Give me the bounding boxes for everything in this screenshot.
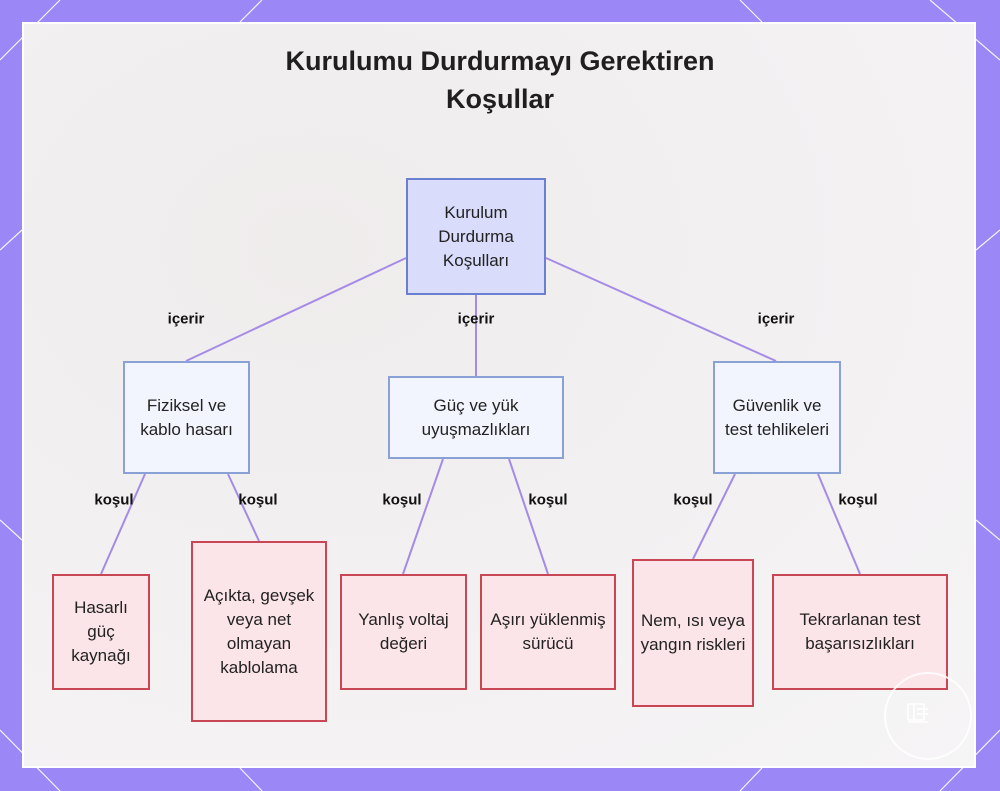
edge-label-root-safety: içerir — [758, 311, 795, 328]
node-damaged-psu: Hasarlı güç kaynağı — [52, 574, 150, 690]
edge-label-physical-psu: koşul — [94, 492, 133, 509]
edge-power-driver — [509, 459, 548, 574]
node-root: Kurulum Durdurma Koşulları — [406, 178, 546, 295]
node-wrong-voltage-label: Yanlış voltaj değeri — [348, 608, 459, 656]
edge-label-physical-cabling: koşul — [238, 492, 277, 509]
node-fire-risks-label: Nem, ısı veya yangın riskleri — [640, 609, 746, 657]
node-safety: Güvenlik ve test tehlikeleri — [713, 361, 841, 474]
node-fire-risks: Nem, ısı veya yangın riskleri — [632, 559, 754, 707]
node-loose-cabling: Açıkta, gevşek veya net olmayan kablolam… — [191, 541, 327, 722]
node-power: Güç ve yük uyuşmazlıkları — [388, 376, 564, 459]
edge-label-root-power: içerir — [458, 311, 495, 328]
edge-root-physical — [186, 258, 406, 361]
edge-power-voltage — [403, 459, 443, 574]
node-repeated-failures-label: Tekrarlanan test başarısızlıkları — [780, 608, 940, 656]
edge-label-safety-failures: koşul — [838, 492, 877, 509]
node-loose-cabling-label: Açıkta, gevşek veya net olmayan kablolam… — [199, 584, 319, 680]
edge-label-root-physical: içerir — [168, 311, 205, 328]
node-overloaded-driver-label: Aşırı yüklenmiş sürücü — [488, 608, 608, 656]
node-safety-label: Güvenlik ve test tehlikeleri — [721, 394, 833, 442]
node-wrong-voltage: Yanlış voltaj değeri — [340, 574, 467, 690]
logo-icon — [906, 702, 930, 724]
edge-label-safety-fire: koşul — [673, 492, 712, 509]
edge-physical-psu — [101, 474, 145, 574]
node-root-label: Kurulum Durdurma Koşulları — [414, 201, 538, 273]
node-overloaded-driver: Aşırı yüklenmiş sürücü — [480, 574, 616, 690]
edge-root-safety — [546, 258, 776, 361]
node-physical: Fiziksel ve kablo hasarı — [123, 361, 250, 474]
edge-safety-fire — [693, 474, 735, 559]
node-power-label: Güç ve yük uyuşmazlıkları — [396, 394, 556, 442]
edge-label-power-voltage: koşul — [382, 492, 421, 509]
node-damaged-psu-label: Hasarlı güç kaynağı — [60, 596, 142, 668]
edge-safety-failures — [818, 474, 860, 574]
edge-label-power-driver: koşul — [528, 492, 567, 509]
node-physical-label: Fiziksel ve kablo hasarı — [131, 394, 242, 442]
